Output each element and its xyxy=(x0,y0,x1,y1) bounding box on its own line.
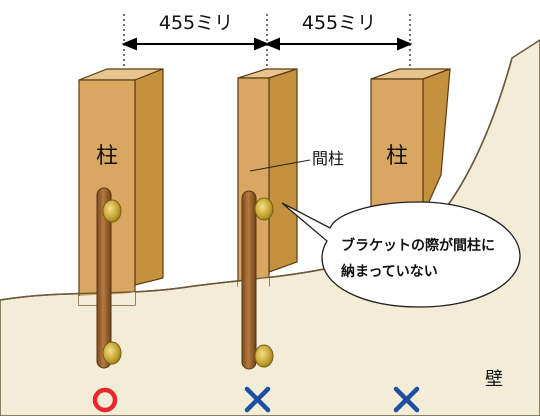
wall-edge xyxy=(0,57,513,301)
callout-text-line2: 納まっていない xyxy=(341,263,438,280)
middle-post-leader xyxy=(249,159,311,172)
bracket-middle-top xyxy=(254,197,274,221)
post-right xyxy=(370,68,451,241)
middle-post-label: 間柱 xyxy=(312,149,344,168)
dimension-arrows xyxy=(121,37,413,51)
post-right-label: 柱 xyxy=(386,144,408,169)
callout-balloon xyxy=(281,201,521,308)
bracket-middle-bottom xyxy=(254,344,274,368)
dimension-label-left: 455ミリ xyxy=(159,12,233,34)
bracket-left-bottom xyxy=(102,341,122,365)
correct-mark-circle xyxy=(92,387,118,413)
handrail-middle xyxy=(241,190,274,370)
handrail-left xyxy=(96,187,122,369)
dimension-label-right: 455ミリ xyxy=(302,12,376,34)
dimension-extension-lines xyxy=(123,14,411,72)
bracket-left-top xyxy=(102,199,122,223)
post-left xyxy=(78,68,164,306)
wall-label: 壁 xyxy=(485,369,503,390)
incorrect-mark-middle xyxy=(244,386,271,413)
incorrect-mark-right xyxy=(393,386,420,413)
post-left-label: 柱 xyxy=(96,144,118,169)
callout-text-line1: ブラケットの際が間柱に xyxy=(341,237,495,254)
